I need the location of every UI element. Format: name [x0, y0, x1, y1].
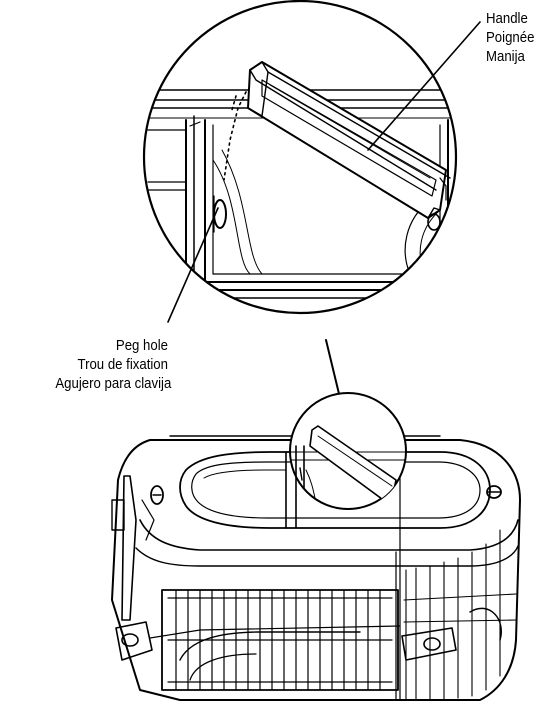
- peg-hole-label-es: Agujero para clavija: [55, 375, 172, 392]
- overview-detail-circle: [289, 392, 407, 510]
- door-grid: [161, 589, 399, 691]
- detail-magnified-view: [142, 0, 458, 315]
- handle-callout-labels: Handle Poignée Manija: [486, 9, 534, 66]
- detail-circle-outline: [142, 0, 458, 315]
- handle-label-fr: Poignée: [486, 29, 535, 46]
- peg-hole-label-en: Peg hole: [115, 337, 168, 354]
- handle-label-es: Manija: [486, 48, 525, 65]
- peg-hole-leader-line: [167, 207, 219, 323]
- detail-connector-line: [325, 339, 341, 399]
- handle-part: [247, 61, 451, 231]
- handle-leader-line: [367, 21, 481, 151]
- handle-label-en: Handle: [486, 10, 528, 27]
- peg-hole-label-fr: Trou de fixation: [77, 356, 168, 373]
- peg-hole-callout-labels: Peg hole Trou de fixation Agujero para c…: [55, 336, 172, 393]
